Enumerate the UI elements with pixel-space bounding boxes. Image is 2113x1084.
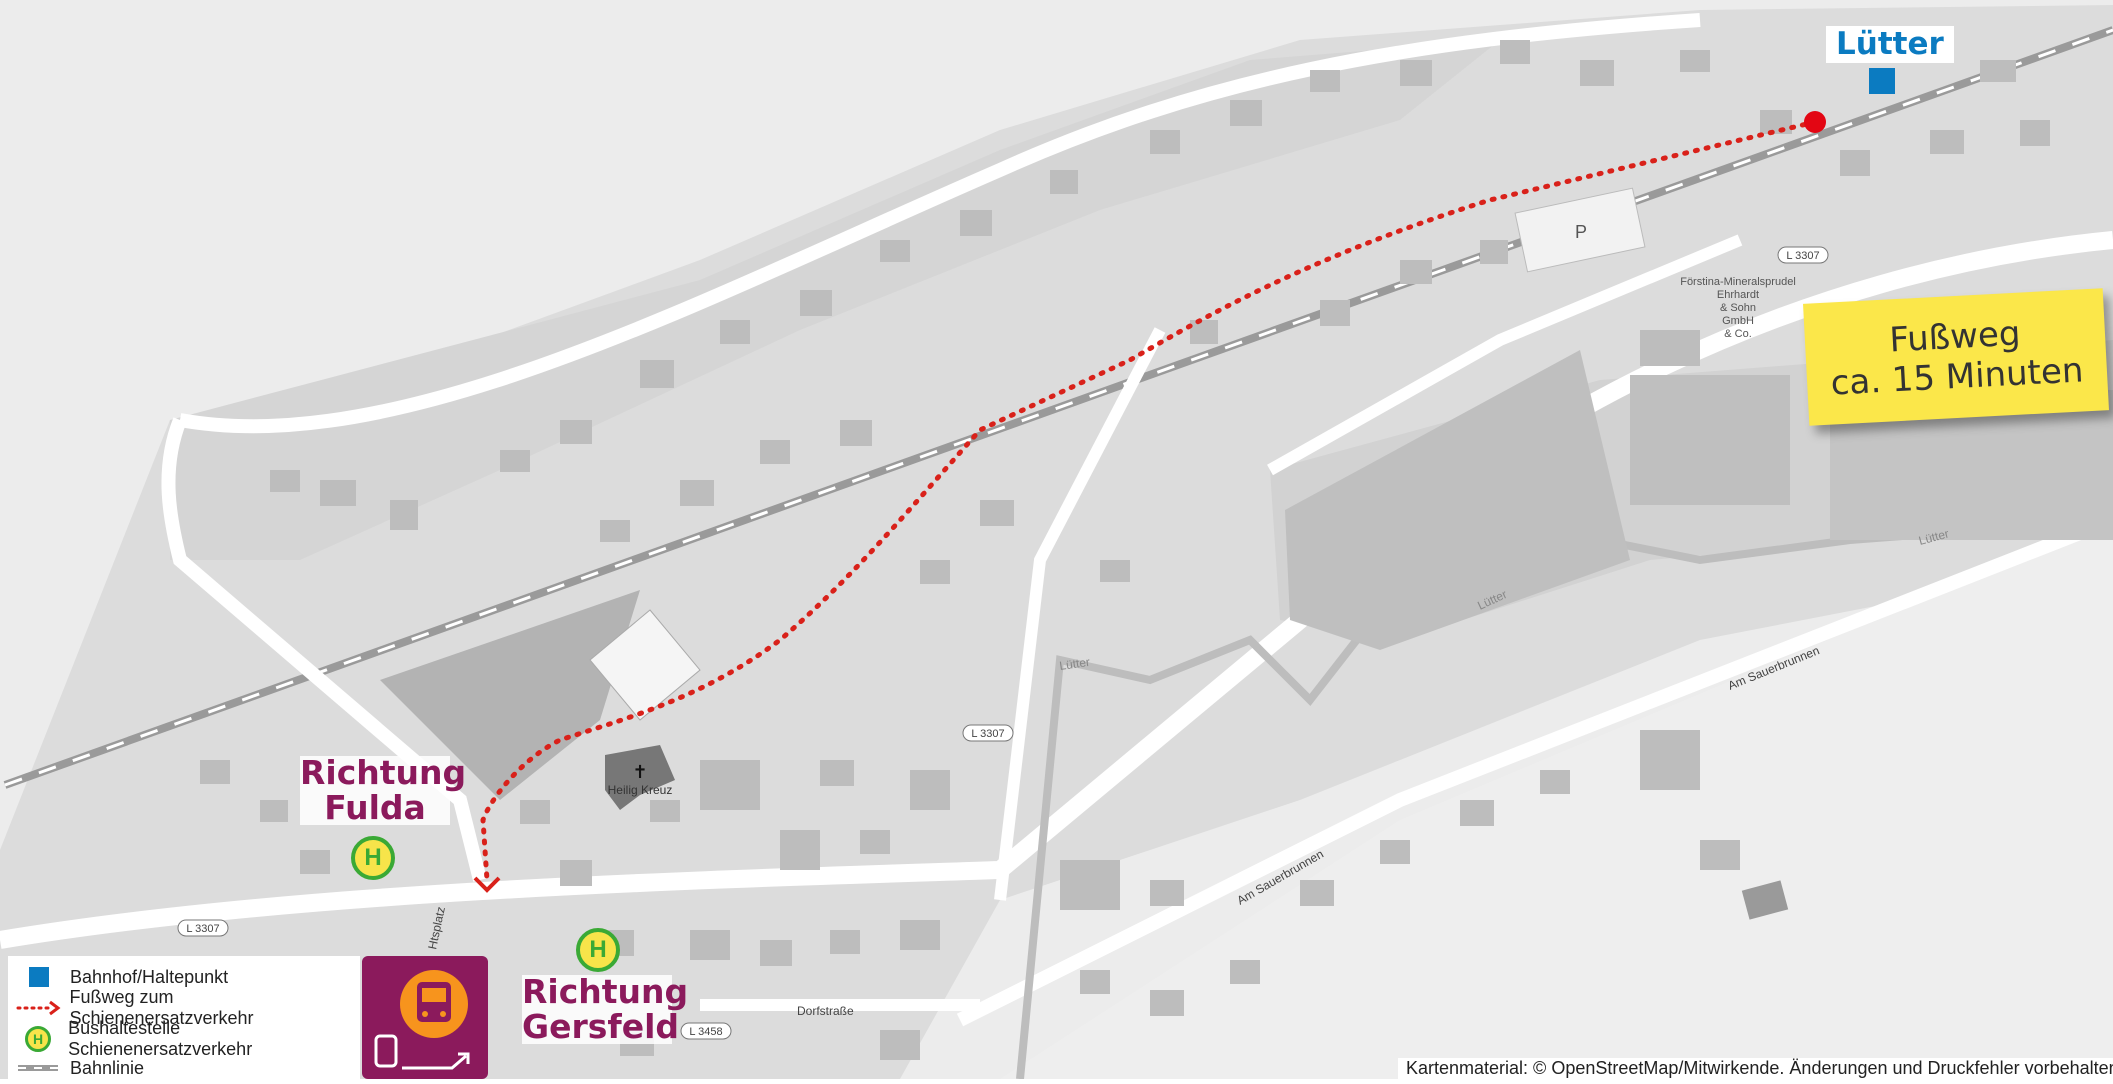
direction-gersfeld-label: Richtung Gersfeld xyxy=(522,972,689,1046)
industrial-building xyxy=(1630,375,1790,505)
legend-railway-label: Bahnlinie xyxy=(70,1057,145,1078)
residential-upper xyxy=(170,40,1500,560)
green-area xyxy=(589,609,701,721)
walking-route xyxy=(480,119,1818,883)
svg-text:L 3307: L 3307 xyxy=(971,728,1004,740)
legend-row-railway: Bahnlinie xyxy=(8,1053,144,1083)
stream-label: Lütter xyxy=(1058,655,1090,673)
road-mid xyxy=(994,327,1166,901)
bus-stop-fulda-icon: H xyxy=(351,836,395,880)
direction-fulda-label: Richtung Fulda xyxy=(300,753,467,827)
legend-row-busstop: H Bushaltestelle Schienenersatzverkehr xyxy=(8,1018,360,1059)
road-shield-l3458: L 3458 xyxy=(680,1022,732,1040)
route-start-marker xyxy=(1804,111,1826,133)
parking-lot xyxy=(1514,187,1646,273)
bus-stop-icon: H xyxy=(25,1026,52,1052)
bus-stop-gersfeld-icon: H xyxy=(576,928,620,972)
legend-busstop-label: Bushaltestelle Schienenersatzverkehr xyxy=(68,1018,253,1059)
station-square-icon xyxy=(29,967,49,987)
svg-text:Ehrhardt: Ehrhardt xyxy=(1717,289,1759,301)
svg-text:L 3307: L 3307 xyxy=(186,923,219,935)
church-building xyxy=(605,745,675,810)
direction-fulda-line1: Richtung xyxy=(300,753,467,792)
meadow-south xyxy=(1000,520,2113,1079)
station-name-label: Lütter xyxy=(1826,26,1954,63)
road-shield-l3307-north: L 3307 xyxy=(1777,246,1829,264)
svg-text:& Co.: & Co. xyxy=(1724,328,1752,340)
rail-replacement-bus-icon xyxy=(362,956,488,1079)
street-label-dorf: Dorfstraße xyxy=(797,1004,854,1018)
direction-fulda-line2: Fulda xyxy=(324,787,426,827)
route-arrow-head xyxy=(473,876,501,893)
cemetery xyxy=(380,590,640,800)
industrial-building xyxy=(1285,350,1630,650)
church-label: Heilig Kreuz xyxy=(608,783,673,797)
legend-walkway-label: Fußweg zum Schienenersatzverkehr xyxy=(69,987,254,1028)
legend-row-station: Bahnhof/Haltepunkt xyxy=(8,962,228,992)
road-shield-l3307-mid: L 3307 xyxy=(962,724,1014,742)
legend-station-label: Bahnhof/Haltepunkt xyxy=(70,966,229,987)
station-marker xyxy=(1869,68,1895,94)
direction-gersfeld-line2: Gersfeld xyxy=(522,1006,680,1046)
dotted-arrow-icon xyxy=(16,1000,61,1016)
svg-text:& Sohn: & Sohn xyxy=(1720,302,1756,314)
road-shield-l3307-west: L 3307 xyxy=(177,919,229,937)
svg-text:L 3458: L 3458 xyxy=(689,1026,722,1038)
walk-time-note: Fußweg ca. 15 Minuten xyxy=(1803,288,2109,426)
road-upper xyxy=(178,13,1701,434)
road-loop xyxy=(161,417,487,882)
svg-text:Förstina-Mineralsprudel: Förstina-Mineralsprudel xyxy=(1680,276,1796,288)
railway-line-icon xyxy=(18,1065,58,1071)
church-cross: ✝ xyxy=(632,762,647,782)
road-east xyxy=(1267,234,1743,476)
company-label: Förstina-Mineralsprudel Ehrhardt & Sohn … xyxy=(1680,276,1796,340)
copyright-notice: Kartenmaterial: © OpenStreetMap/Mitwirke… xyxy=(1398,1058,2113,1079)
direction-gersfeld-line1: Richtung xyxy=(522,972,689,1011)
svg-text:L 3307: L 3307 xyxy=(1786,250,1819,262)
road-sauerbrunnen xyxy=(956,513,2113,1027)
map-legend: Bahnhof/Haltepunkt Fußweg zum Schienener… xyxy=(8,956,360,1079)
parking-label: P xyxy=(1575,222,1587,242)
svg-text:GmbH: GmbH xyxy=(1722,315,1754,327)
legend-row-walkway: Fußweg zum Schienenersatzverkehr xyxy=(8,987,360,1028)
